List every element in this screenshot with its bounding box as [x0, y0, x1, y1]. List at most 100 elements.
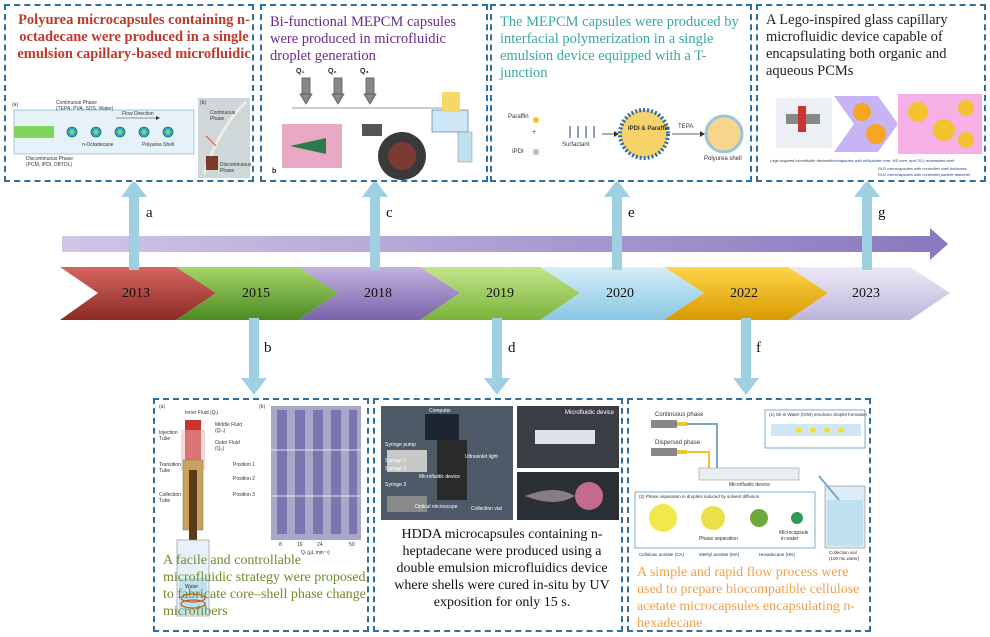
panel-a-octadecane: n-Octadecane — [82, 142, 114, 148]
letter-a: a — [146, 205, 153, 221]
year-2022: 2022 — [730, 286, 758, 301]
panel-d-syringe1: Syringe 1 — [385, 458, 407, 464]
panel-e-plus: + — [532, 129, 537, 136]
panel-b-middle: Middle Fluid — [215, 422, 242, 428]
panel-b-pos1: Position 1 — [233, 462, 255, 468]
panel-b-outer: Outer Fluid — [215, 440, 240, 446]
panel-d-syringe2: Syringe 2 — [385, 466, 407, 472]
panel-e-shell: Polyurea shell — [704, 156, 742, 162]
panel-b: (a) (b) Inner Fluid (Qᵢ) Middle Fluid (Q… — [153, 398, 369, 632]
panel-c-figure — [282, 77, 473, 180]
panel-b-water: Water — [185, 584, 199, 590]
year-chevron-2018 — [298, 267, 460, 320]
panel-c-q2: Q₂ — [328, 68, 337, 75]
letter-f: f — [756, 340, 761, 356]
year-chevron-2022 — [664, 267, 828, 320]
panel-e-core: IPDI & Paraffin — [628, 126, 670, 132]
panel-g-figure — [776, 94, 982, 154]
panel-c-sub-b: b — [272, 168, 277, 175]
panel-a-shell: Polyurea Shell — [142, 142, 175, 148]
year-2018: 2018 — [364, 286, 392, 301]
panel-d-syringe-pump: Syringe pump — [385, 442, 416, 448]
panel-a-sub-b: (b) — [200, 100, 207, 106]
panel-f-legend-ma: Methyl acetate (MA) — [699, 552, 740, 557]
panel-a-b-phase2: Phase — [220, 168, 235, 174]
panel-e-tepa: TEPA — [678, 124, 694, 130]
panel-f-device: Microfluidic device — [729, 482, 770, 488]
panel-b-tick-2: 16 — [297, 542, 303, 548]
year-chevron-2020 — [540, 267, 704, 320]
panel-a-b-phase: Phase — [210, 116, 225, 122]
panel-a-b-discontinuous: Discontinuous — [220, 162, 252, 168]
panel-f: Continuous phase Dispersed phase (1) Oil… — [627, 398, 871, 632]
panel-g-device: Lego-inspired microfluidic device — [770, 158, 829, 163]
panel-g: A Lego-inspired glass capillary microflu… — [756, 4, 986, 182]
panel-b-figure — [176, 406, 361, 617]
panel-b-tube3: Tube — [159, 498, 171, 504]
panel-e-surfactant: Surfactant — [562, 142, 590, 148]
panel-d: Computer Syringe pump Syringe 1 Syringe … — [373, 398, 623, 632]
panel-b-xaxis: Qᵢ (μL min⁻¹) — [301, 550, 330, 556]
panel-b-pos3: Position 3 — [233, 492, 255, 498]
panel-f-step1: (1) Oil-in Water (O/W) emulsion droplet … — [769, 412, 867, 417]
panel-g-title: A Lego-inspired glass capillary microflu… — [766, 12, 948, 79]
panel-a-discontinuous: Discontinuous Phase — [26, 156, 73, 162]
panel-d-title: HDDA microcapsules containing n-heptadec… — [394, 527, 610, 610]
panel-b-pos2: Position 2 — [233, 476, 255, 482]
panel-g-cap3: RO2 microcapsules with controlled partic… — [878, 172, 971, 177]
panel-a-continuous: Continuous Phase — [56, 100, 97, 106]
panel-d-figure — [381, 406, 619, 520]
panel-b-transition: Transition — [159, 462, 181, 468]
panel-b-sub-a: (a) — [159, 404, 166, 410]
panel-c-q1: Q₁ — [296, 68, 305, 75]
panel-a-sub-a: (a) — [12, 102, 19, 108]
connector-arrows — [121, 180, 880, 395]
panel-e-ipdi: IPDI — [512, 149, 524, 155]
panel-c-title: Bi-functional MEPCM capsules were produc… — [270, 14, 457, 64]
timeline-bar — [62, 236, 932, 252]
year-chevron-2015 — [176, 267, 338, 320]
year-chevron-2023 — [788, 267, 950, 320]
panel-c-q3: Q₃ — [360, 68, 369, 75]
panel-b-sub-b: (b) — [259, 404, 266, 410]
panel-e: The MEPCM capsules were produced by inte… — [490, 4, 752, 182]
year-2020: 2020 — [606, 286, 634, 301]
panel-a: Polyurea microcapsules containing n-octa… — [4, 4, 254, 182]
panel-a-title: Polyurea microcapsules containing n-octa… — [17, 12, 251, 62]
panel-d-uv: Ultraviolet light — [465, 454, 498, 460]
panel-d-computer: Computer — [429, 408, 451, 414]
year-chevron-2019 — [420, 267, 580, 320]
panel-c: Bi-functional MEPCM capsules were produc… — [260, 4, 488, 182]
letter-g: g — [878, 205, 886, 221]
panel-e-paraffin: Paraffin — [508, 114, 529, 120]
panel-b-tick-4: 50 — [349, 542, 355, 548]
panel-g-cap2: RO2 microcapsules with controlled shell … — [878, 166, 967, 171]
panel-f-microcapsule: Microcapsule — [779, 530, 809, 536]
panel-b-title: A facile and controllable microfluidic s… — [163, 553, 366, 619]
panel-a-flow: Flow Direction — [122, 111, 154, 117]
letter-c: c — [386, 205, 393, 221]
year-2015: 2015 — [242, 286, 270, 301]
year-2023: 2023 — [852, 286, 880, 301]
panel-g-cap1: Microcapsules with oil/hydrate core, NS … — [828, 158, 955, 163]
panel-b-tube1: Tube — [159, 436, 171, 442]
panel-b-tube2: Tube — [159, 468, 171, 474]
panel-f-legend-ca: Cellulose acetate (CA) — [639, 552, 685, 557]
panel-a-b-continuous: Continuous — [210, 110, 236, 116]
panel-b-tick-3: 24 — [317, 542, 323, 548]
panel-f-continuous: Continuous phase — [655, 412, 704, 418]
panel-f-vial2: (100 mL water) — [829, 556, 860, 561]
panel-a-discontinuous-detail: (PCM, IPDI, DBTDL) — [26, 162, 73, 168]
panel-f-title: A simple and rapid flow process were use… — [637, 565, 860, 631]
letter-d: d — [508, 340, 516, 356]
panel-b-tick-1: 8 — [279, 542, 282, 548]
panel-f-dispersed: Dispersed phase — [655, 440, 701, 446]
panel-e-title: The MEPCM capsules were produced by inte… — [500, 14, 739, 81]
year-chevron-2013 — [60, 267, 216, 320]
panel-b-collection: Collection — [159, 492, 181, 498]
panel-d-microscope: Optical microscope — [415, 504, 458, 510]
panel-f-in-water: in water — [781, 536, 799, 542]
letter-b: b — [264, 340, 272, 356]
panel-d-syringe3: Syringe 3 — [385, 482, 407, 488]
